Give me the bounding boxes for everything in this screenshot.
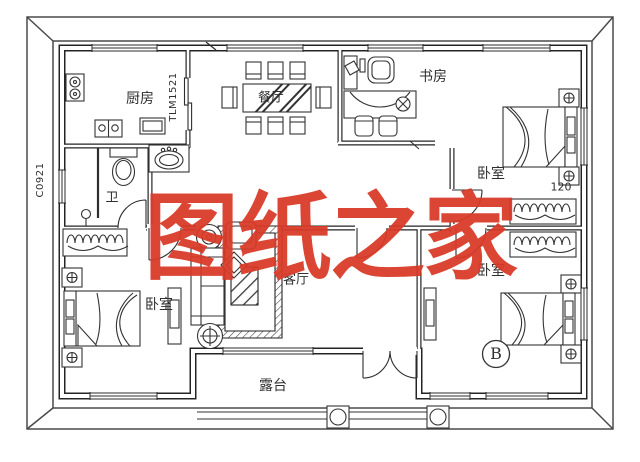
window-living-terrace — [222, 347, 314, 355]
window-kitchen-top — [91, 44, 158, 52]
room-label-bath: 卫 — [105, 190, 119, 206]
window-bedroom-ne-right — [580, 107, 588, 166]
plant-icon — [195, 223, 223, 251]
coffee-table-icon — [230, 266, 259, 306]
nightstand-icon — [61, 347, 83, 368]
window-bedroom-se-right — [580, 287, 588, 341]
washbasin-icon — [148, 144, 190, 173]
study-desk-icon — [343, 90, 417, 119]
room-label-bedroom-w: 卧室 — [145, 297, 173, 313]
dining-chair — [245, 61, 262, 80]
border-frame — [26, 16, 614, 430]
nightstand-icon — [560, 344, 582, 364]
door-study-gap — [409, 140, 420, 150]
armchair-icon — [225, 221, 257, 250]
nightstand-icon — [61, 267, 83, 288]
dining-chair — [267, 61, 284, 80]
bed-icon — [63, 290, 141, 347]
wardrobe-icon — [509, 198, 577, 225]
sliding-door-code-label: TLM1521 — [168, 72, 179, 122]
window-study-top — [367, 44, 424, 52]
door-living — [355, 224, 389, 259]
door-bath — [117, 199, 147, 232]
study-shelf-icon — [359, 58, 366, 73]
room-label-terrace: 露台 — [259, 378, 287, 394]
sofa-icon — [190, 247, 225, 326]
dresser-icon — [167, 287, 182, 345]
dimension-label-120: 120 — [550, 180, 572, 194]
dining-table-icon — [242, 83, 312, 113]
kitchen — [65, 73, 166, 138]
room-label-living: 客厅 — [282, 272, 310, 288]
plant-icon — [196, 322, 224, 350]
window-dining-top — [226, 44, 304, 52]
bedroom-se — [423, 231, 582, 369]
nightstand-icon — [558, 166, 580, 186]
study-guest-chair — [354, 115, 374, 137]
door-entry-double — [362, 347, 418, 379]
living-room — [190, 221, 283, 350]
study — [343, 55, 417, 137]
dining-chair — [267, 116, 284, 135]
dining — [221, 61, 332, 135]
kitchen-cabinet-icon — [139, 117, 166, 135]
porch-column-icon — [326, 405, 350, 429]
room-label-dining: 餐厅 — [257, 90, 285, 106]
dresser-icon — [423, 287, 437, 341]
wall-break-tick — [205, 41, 217, 51]
wardrobe-icon — [509, 231, 577, 258]
stove-icon — [65, 73, 85, 102]
dining-chair — [315, 86, 332, 109]
floor-drain-icon — [80, 208, 92, 226]
bedroom-w — [61, 228, 182, 368]
study-guest-chair — [378, 115, 398, 137]
room-label-kitchen: 厨房 — [126, 91, 154, 107]
grid-label-b: B — [490, 344, 502, 363]
terrace — [197, 405, 450, 429]
door-bedroom-ne — [448, 189, 483, 223]
window-c0921-left — [58, 169, 66, 204]
dining-chair — [221, 86, 238, 109]
porch-railing — [197, 411, 427, 420]
window-bedroom-ne-top — [482, 44, 551, 52]
window-code-label: C0921 — [35, 162, 46, 198]
window-bedroom-se-bottom-2 — [485, 392, 549, 400]
toilet-icon — [109, 147, 138, 187]
study-cabinet-icon — [343, 55, 360, 90]
dining-chair — [289, 61, 306, 80]
grid-circle-b — [481, 339, 511, 369]
room-label-study: 书房 — [419, 69, 447, 85]
study-chair-icon — [367, 56, 395, 84]
wardrobe-icon — [62, 228, 129, 257]
bed-icon — [500, 292, 576, 346]
windows — [58, 44, 588, 400]
bathroom — [80, 144, 190, 226]
window-bedroom-w-bottom — [89, 392, 158, 400]
side-table-icon — [220, 251, 248, 279]
window-bedroom-se-bottom-1 — [429, 392, 471, 400]
room-label-bedroom-ne: 卧室 — [477, 166, 505, 182]
door-bedroom-w — [147, 224, 182, 261]
nightstand-icon — [558, 88, 580, 108]
kitchen-sink-icon — [94, 119, 123, 138]
dining-chair — [245, 116, 262, 135]
watermark-text: 图纸之家 — [143, 182, 518, 294]
room-label-bedroom-se: 卧室 — [477, 263, 505, 279]
dining-chair — [289, 116, 306, 135]
porch-column-icon — [426, 405, 450, 429]
bedroom-ne — [502, 88, 580, 225]
doors — [117, 77, 487, 379]
bed-icon — [502, 106, 578, 168]
nightstand-icon — [560, 274, 582, 294]
door-bedroom-se — [453, 224, 487, 259]
sliding-door-kitchen — [183, 77, 193, 131]
